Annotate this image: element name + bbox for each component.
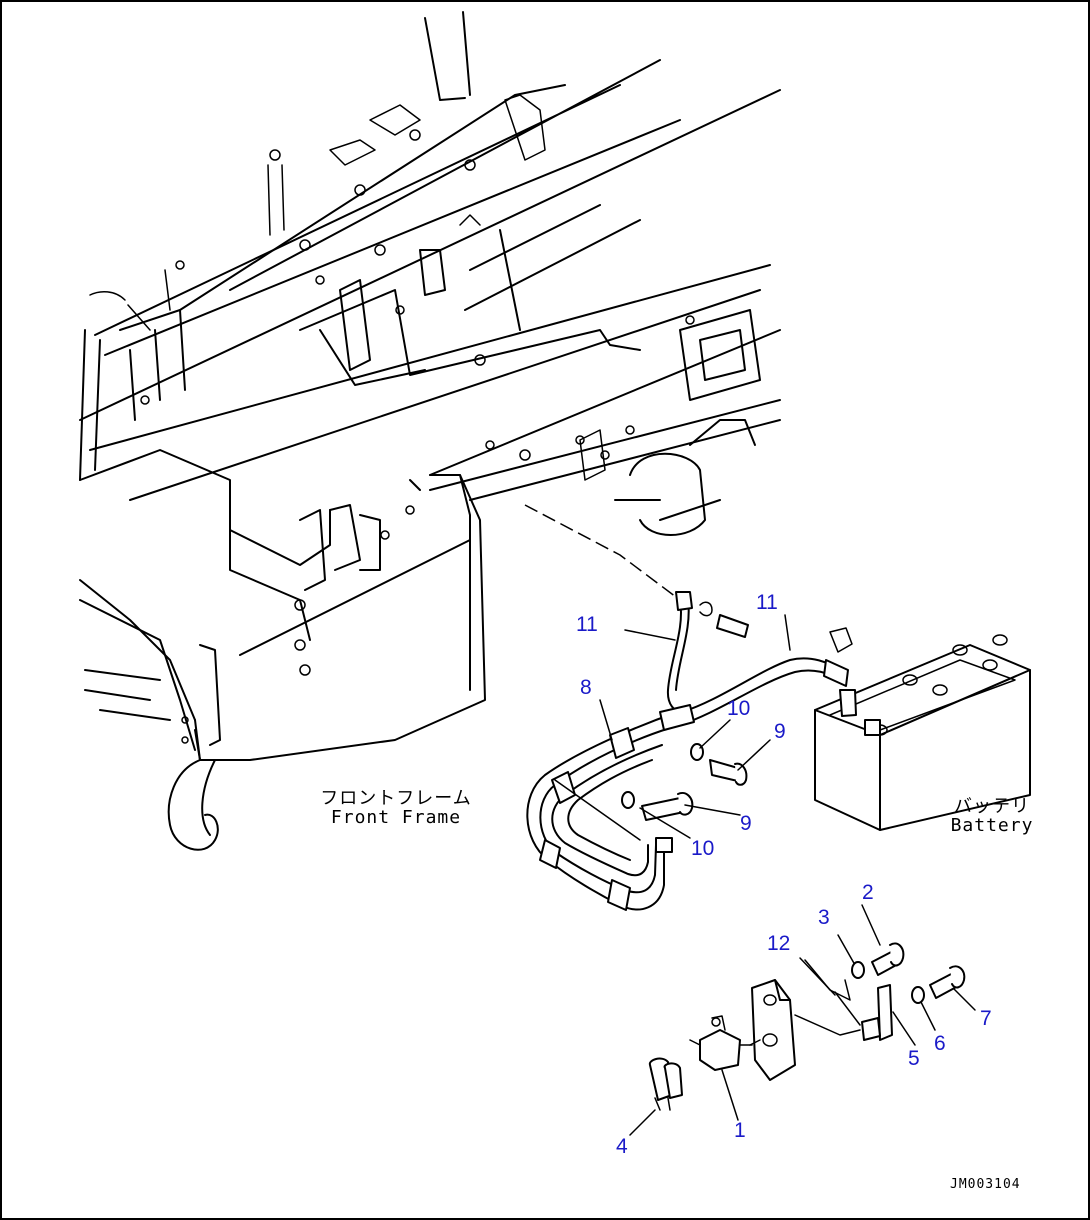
- front-frame-label: フロントフレーム Front Frame: [318, 788, 474, 828]
- bolts-and-washers: [621, 743, 748, 821]
- callout-4: 4: [616, 1135, 628, 1158]
- front-frame-label-en: Front Frame: [330, 806, 462, 828]
- relay-assembly: [648, 942, 966, 1111]
- callout-2: 2: [862, 881, 874, 904]
- callout-8: 8: [580, 676, 592, 699]
- callout-12: 12: [767, 932, 791, 955]
- callout-10-lower: 10: [691, 837, 715, 860]
- callout-7: 7: [980, 1007, 992, 1030]
- front-frame-drawing: [79, 11, 781, 851]
- battery-label: バッテリ Battery: [944, 796, 1040, 836]
- callout-10-upper: 10: [727, 697, 751, 720]
- battery-label-jp: バッテリ: [954, 796, 1030, 817]
- callout-1: 1: [734, 1119, 746, 1142]
- callout-3: 3: [818, 906, 830, 929]
- callout-6: 6: [934, 1032, 946, 1055]
- battery-drawing: [814, 634, 1031, 831]
- callout-11-right: 11: [756, 591, 778, 614]
- callout-5: 5: [908, 1047, 920, 1070]
- front-frame-label-jp: フロントフレーム: [320, 788, 472, 809]
- callout-9-upper: 9: [774, 720, 786, 743]
- cable-assembly: [526, 591, 853, 911]
- callout-11-left: 11: [576, 613, 598, 636]
- battery-label-en: Battery: [950, 814, 1034, 836]
- callout-9-lower: 9: [740, 812, 752, 835]
- drawing-code: JM003104: [950, 1177, 1021, 1192]
